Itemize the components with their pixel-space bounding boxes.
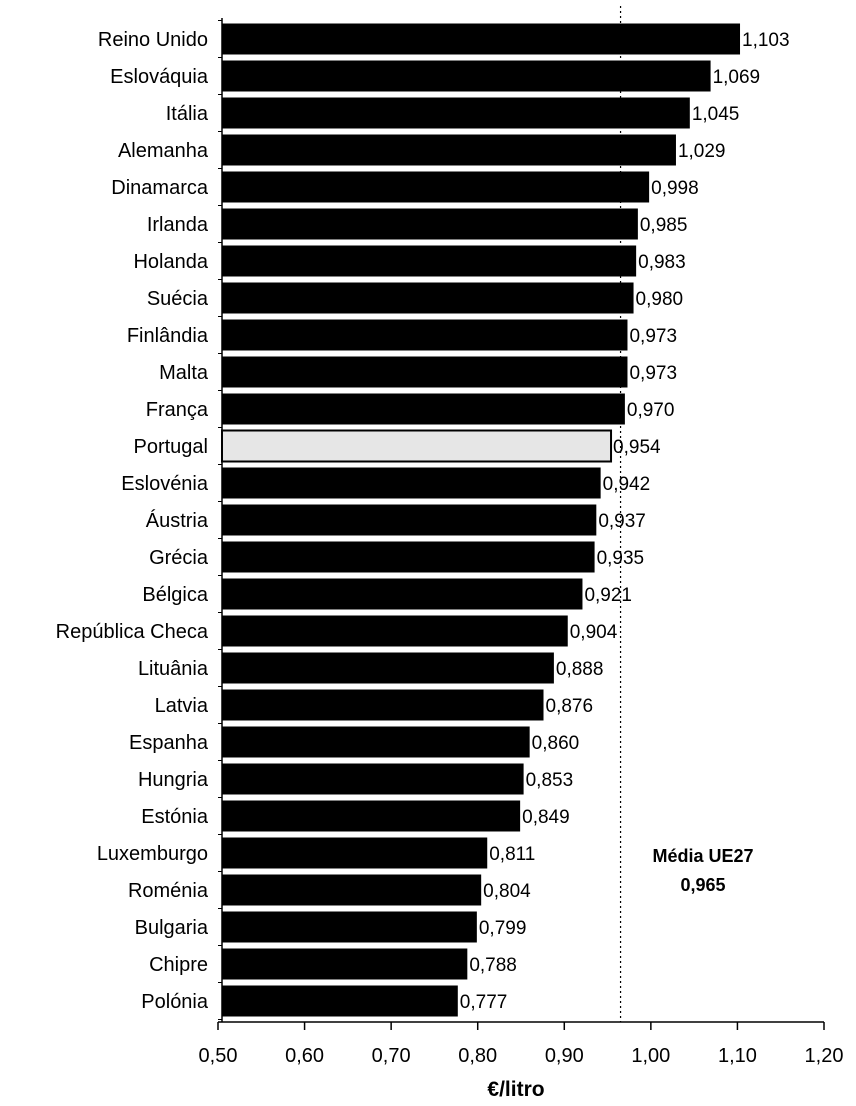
bar [222,60,711,92]
value-label: 0,935 [597,548,645,569]
category-label: Finlândia [127,325,209,347]
value-label: 0,973 [629,326,677,347]
category-label: Eslovénia [121,473,209,495]
value-label: 0,937 [598,511,646,532]
value-label: 1,103 [742,30,790,51]
value-label: 0,904 [570,622,618,643]
bar [222,985,458,1017]
value-label: 0,799 [479,918,527,939]
value-label: 0,973 [629,363,677,384]
bar [222,134,676,166]
category-label: Latvia [155,695,209,717]
category-label: Polónia [141,991,209,1013]
bars-group [221,23,741,1017]
x-tick-label: 0,50 [199,1045,238,1067]
bar [222,319,628,351]
value-label: 0,970 [627,400,675,421]
value-label: 0,888 [556,659,604,680]
category-labels: Reino UnidoEslováquiaItáliaAlemanhaDinam… [56,29,209,1013]
value-label: 0,921 [584,585,632,606]
category-label: Espanha [129,732,209,754]
value-label: 1,045 [692,104,740,125]
category-label: Malta [159,362,209,384]
average-value: 0,965 [680,875,725,895]
category-label: Dinamarca [111,177,209,199]
bar [222,282,634,314]
category-label: Chipre [149,954,208,976]
bar [222,615,568,647]
x-tick-label: 0,60 [285,1045,324,1067]
x-tick-label: 1,00 [631,1045,670,1067]
axes-group [218,18,824,1023]
category-label: Roménia [128,880,209,902]
average-label: Média UE27 [652,846,753,866]
bar [222,800,521,832]
bar [222,726,530,758]
bar [222,837,488,869]
bar [222,245,637,277]
bar [222,23,741,55]
value-label: 0,985 [640,215,688,236]
category-label: Suécia [147,288,209,310]
bar [222,97,690,129]
x-tick-label: 0,70 [372,1045,411,1067]
value-label: 0,998 [651,178,699,199]
category-label: Itália [166,103,209,125]
x-ticks: 0,50 0,60 0,70 0,80 0,90 1,00 1,10 1,20 [199,1022,844,1067]
category-label: Estónia [141,806,209,828]
category-label: Reino Unido [98,29,208,51]
bar [222,208,638,240]
category-label: Bulgaria [135,917,209,939]
x-axis-title: €/litro [487,1078,544,1101]
bar [222,874,482,906]
bar [222,171,650,203]
bar [222,652,554,684]
bar [222,689,544,721]
value-label: 0,942 [603,474,651,495]
category-label: Lituânia [138,658,209,680]
value-label: 1,069 [713,67,761,88]
category-label: Luxemburgo [97,843,208,865]
value-label: 0,811 [489,844,535,865]
value-label: 0,983 [638,252,686,273]
category-label: Portugal [134,436,209,458]
category-label: Bélgica [142,584,208,606]
value-labels: 1,103 1,069 1,045 1,029 0,998 0,985 0,983 0,980… [460,30,790,1013]
value-label: 0,853 [526,770,574,791]
bar [222,541,595,573]
category-label: Irlanda [147,214,209,236]
value-label: 1,029 [678,141,726,162]
value-label: 0,804 [483,881,531,902]
bar [222,911,477,943]
category-label: Áustria [146,509,209,532]
value-label: 0,788 [469,955,517,976]
bar-highlighted [221,429,613,463]
bar [222,504,597,536]
bar [222,948,468,980]
x-tick-label: 1,20 [805,1045,844,1067]
x-tick-label: 0,90 [545,1045,584,1067]
bar [222,763,524,795]
category-label: República Checa [56,621,209,643]
category-label: Holanda [133,251,208,273]
value-label: 0,860 [532,733,580,754]
bar [222,356,628,388]
bar [222,578,583,610]
value-label: 0,876 [546,696,594,717]
category-label: Eslováquia [110,66,209,88]
x-tick-label: 1,10 [718,1045,757,1067]
category-label: Alemanha [118,140,209,162]
value-label: 0,777 [460,992,508,1013]
category-label: Grécia [149,547,209,569]
bar [222,393,625,425]
value-label: 0,849 [522,807,570,828]
x-tick-label: 0,80 [458,1045,497,1067]
category-label: França [146,399,209,421]
value-label: 0,980 [636,289,684,310]
category-label: Hungria [138,769,209,791]
value-label: 0,954 [613,437,661,458]
bar [222,467,601,499]
